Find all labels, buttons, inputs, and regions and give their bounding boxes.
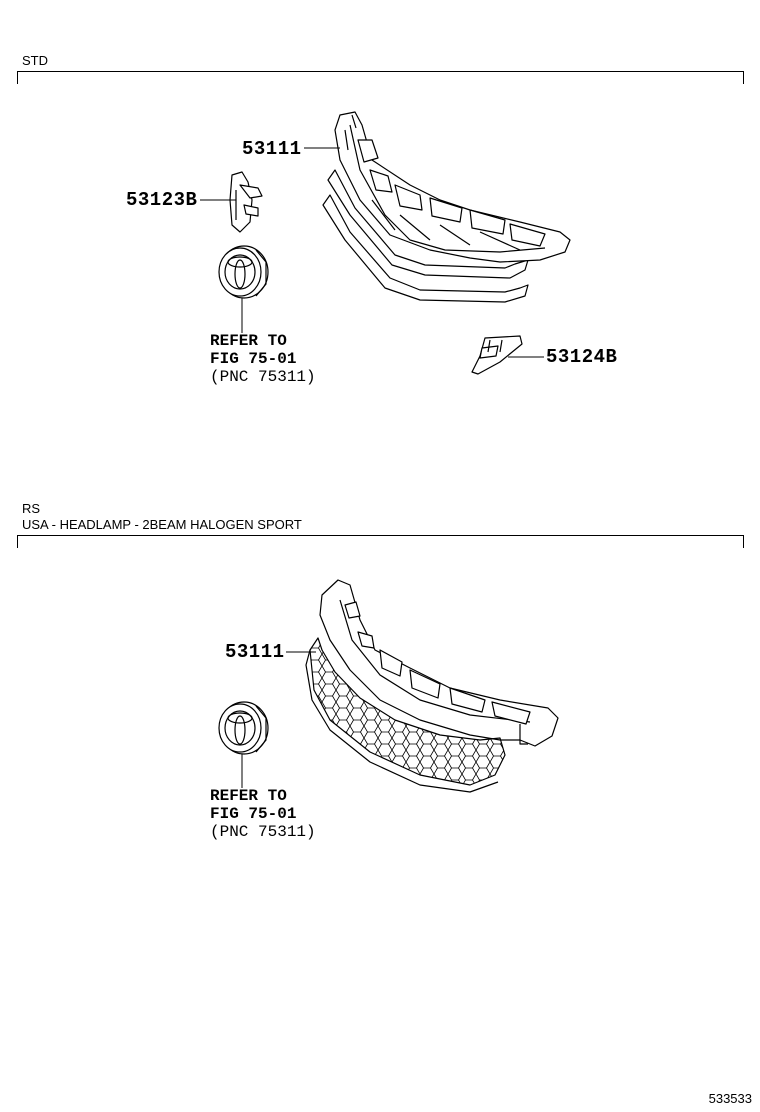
reference-rs: REFER TO FIG 75-01 (PNC 75311) <box>210 787 316 841</box>
leader-lines-rs <box>241 651 316 788</box>
reference-rs-line3: (PNC 75311) <box>210 823 316 841</box>
part-number-bracket-right: 53124B <box>546 346 618 368</box>
part-number-grille-rs: 53111 <box>225 641 285 663</box>
section-rs-bracket <box>17 535 744 548</box>
reference-rs-line2: FIG 75-01 <box>210 805 297 823</box>
reference-std: REFER TO FIG 75-01 (PNC 75311) <box>210 332 316 386</box>
diagram-number: 533533 <box>708 1091 752 1106</box>
section-rs-title: RS <box>22 501 41 516</box>
part-number-bracket-left: 53123B <box>126 189 198 211</box>
reference-rs-line1: REFER TO <box>210 787 287 805</box>
reference-std-line1: REFER TO <box>210 332 287 350</box>
bracket-right-drawing <box>471 335 523 375</box>
section-std-title: STD <box>22 53 48 68</box>
leader-lines-std <box>200 147 544 358</box>
emblem-rs-drawing <box>218 701 269 755</box>
grille-rs-drawing <box>305 579 559 793</box>
reference-std-line2: FIG 75-01 <box>210 350 297 368</box>
section-rs-subtitle: USA - HEADLAMP - 2BEAM HALOGEN SPORT <box>22 517 302 532</box>
bracket-left-drawing <box>229 171 263 233</box>
reference-std-line3: (PNC 75311) <box>210 368 316 386</box>
emblem-std-drawing <box>218 245 269 299</box>
part-number-grille-std: 53111 <box>242 138 302 160</box>
section-std-bracket <box>17 71 744 84</box>
grille-std-drawing <box>322 111 571 303</box>
